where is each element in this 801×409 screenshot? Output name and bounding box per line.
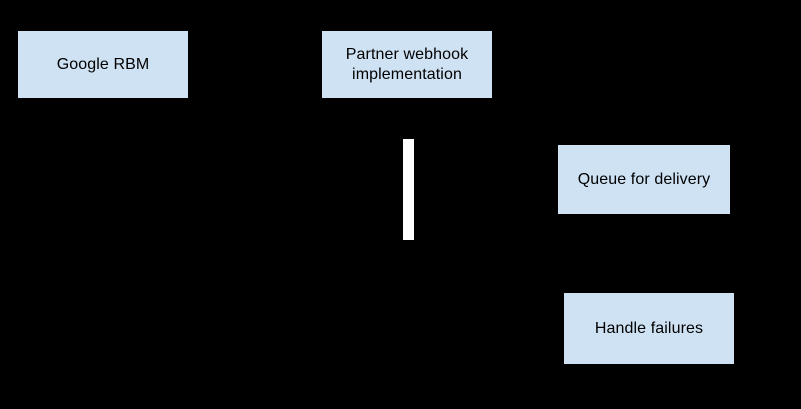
node-label: Google RBM <box>56 55 150 73</box>
node-label: Partner webhook implementation <box>345 45 469 83</box>
diagram-node-google-rbm[interactable]: Google RBM <box>18 31 188 98</box>
vertical-connector-bar-icon <box>403 139 414 240</box>
diagram-node-partner-webhook-implementation[interactable]: Partner webhook implementation <box>322 31 492 98</box>
node-label: Handle failures <box>594 319 704 337</box>
diagram-node-queue-for-delivery[interactable]: Queue for delivery <box>558 145 730 214</box>
diagram-node-handle-failures[interactable]: Handle failures <box>564 293 734 364</box>
node-label: Queue for delivery <box>577 170 711 188</box>
